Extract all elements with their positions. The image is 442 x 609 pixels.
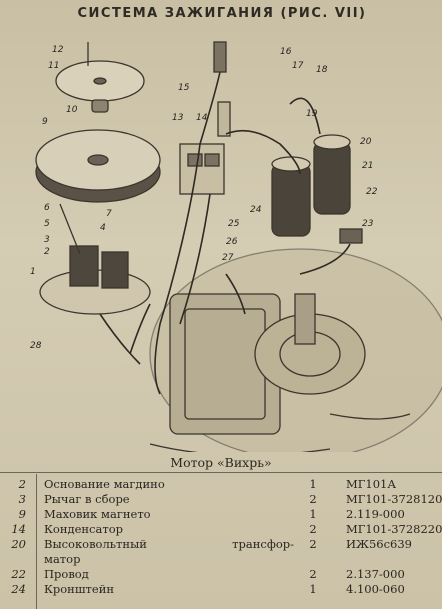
part-code: 2.137-000 — [346, 567, 405, 581]
part-qty: 1 — [309, 507, 317, 521]
figure-label: 13 — [172, 113, 184, 123]
figure-label: 17 — [292, 61, 304, 71]
table-row: 2 Основание магдино 1 МГ101А — [0, 477, 442, 492]
wiring-drawing — [99, 71, 351, 395]
figure-label: 5 — [44, 219, 50, 229]
part-number: 2 — [18, 477, 26, 491]
figure-labels: 12 11 10 9 16 17 18 15 14 13 19 20 21 22… — [30, 45, 378, 351]
figure-label: 24 — [250, 205, 262, 215]
figure-label: 3 — [44, 235, 50, 245]
part-qty: 1 — [309, 582, 317, 596]
part-name: Основание магдино — [44, 477, 165, 491]
part-code: МГ101-3728120 — [346, 492, 442, 506]
part-name: Маховик магнето — [44, 507, 151, 521]
table-top-rule — [0, 472, 442, 473]
table-row: 14 Конденсатор 2 МГ101-3728220 — [0, 522, 442, 537]
flywheel-drawing — [35, 42, 161, 203]
part-qty: 1 — [309, 477, 317, 491]
figure-label: 10 — [66, 105, 78, 115]
table-row: 20 Высоковольтный трансфор- матор 2 ИЖ56… — [0, 537, 442, 567]
figure-label: 12 — [52, 45, 64, 55]
part-number: 24 — [11, 582, 26, 596]
table-column-rule — [36, 474, 37, 609]
part-code: МГ101А — [346, 477, 397, 491]
part-number: 22 — [11, 567, 26, 581]
engine-drawing — [149, 248, 442, 452]
part-name: Кронштейн — [44, 582, 115, 596]
part-name: Провод — [44, 567, 89, 581]
table-row: 3 Рычаг в сборе 2 МГ101-3728120 — [0, 492, 442, 507]
part-name-line1-start: Высоковольтный — [44, 537, 147, 551]
part-number: 3 — [18, 492, 26, 506]
table-row: 24 Кронштейн 1 4.100-060 — [0, 582, 442, 597]
part-code: 4.100-060 — [346, 582, 405, 596]
figure-label: 1 — [30, 267, 36, 277]
part-qty: 2 — [309, 492, 317, 506]
figure-label: 4 — [100, 223, 106, 233]
figure-label: 26 — [226, 237, 238, 247]
figure-label: 6 — [44, 203, 50, 213]
figure-label: 25 — [228, 219, 240, 229]
figure-label: 2 — [44, 247, 50, 257]
part-number: 9 — [18, 507, 26, 521]
part-code: МГ101-3728220 — [346, 522, 442, 536]
part-code: ИЖ56с639 — [346, 537, 412, 551]
ignition-system-illustration: 12 11 10 9 16 17 18 15 14 13 19 20 21 22… — [0, 24, 442, 452]
figure-label: 20 — [360, 137, 372, 147]
figure-label: 7 — [106, 209, 112, 219]
figure-label: 14 — [196, 113, 208, 123]
figure-label: 28 — [30, 341, 42, 351]
magneto-base-drawing — [39, 203, 151, 315]
coils-drawing — [179, 41, 363, 244]
part-name-line1-end: трансфор- — [232, 537, 294, 551]
figure-label: 15 — [178, 83, 190, 93]
part-name: Рычаг в сборе — [44, 492, 130, 506]
part-code: 2.119-000 — [346, 507, 405, 521]
figure-label: 16 — [280, 47, 292, 57]
part-qty: 2 — [309, 537, 317, 551]
part-name: Конденсатор — [44, 522, 123, 536]
part-name-line2: матор — [44, 552, 81, 566]
parts-table: 2 Основание магдино 1 МГ101А 3 Рычаг в с… — [0, 477, 442, 597]
figure-label: 23 — [362, 219, 374, 229]
table-row: 9 Маховик магнето 1 2.119-000 — [0, 507, 442, 522]
figure-label: 21 — [362, 161, 373, 171]
part-qty: 2 — [309, 567, 317, 581]
figure-label: 27 — [222, 253, 234, 263]
table-row: 22 Провод 2 2.137-000 — [0, 567, 442, 582]
part-number: 14 — [11, 522, 26, 536]
figure-label: 18 — [316, 65, 328, 75]
part-qty: 2 — [309, 522, 317, 536]
part-name: Высоковольтный трансфор- матор — [44, 537, 304, 567]
figure-label: 9 — [42, 117, 48, 127]
part-number: 20 — [11, 537, 26, 551]
figure-label: 19 — [306, 109, 318, 119]
figure-label: 11 — [48, 61, 59, 71]
figure-caption: Мотор «Вихрь» — [170, 455, 272, 470]
figure-label: 22 — [366, 187, 378, 197]
page-title: СИСТЕМА ЗАЖИГАНИЯ (РИС. VII) — [77, 6, 367, 21]
